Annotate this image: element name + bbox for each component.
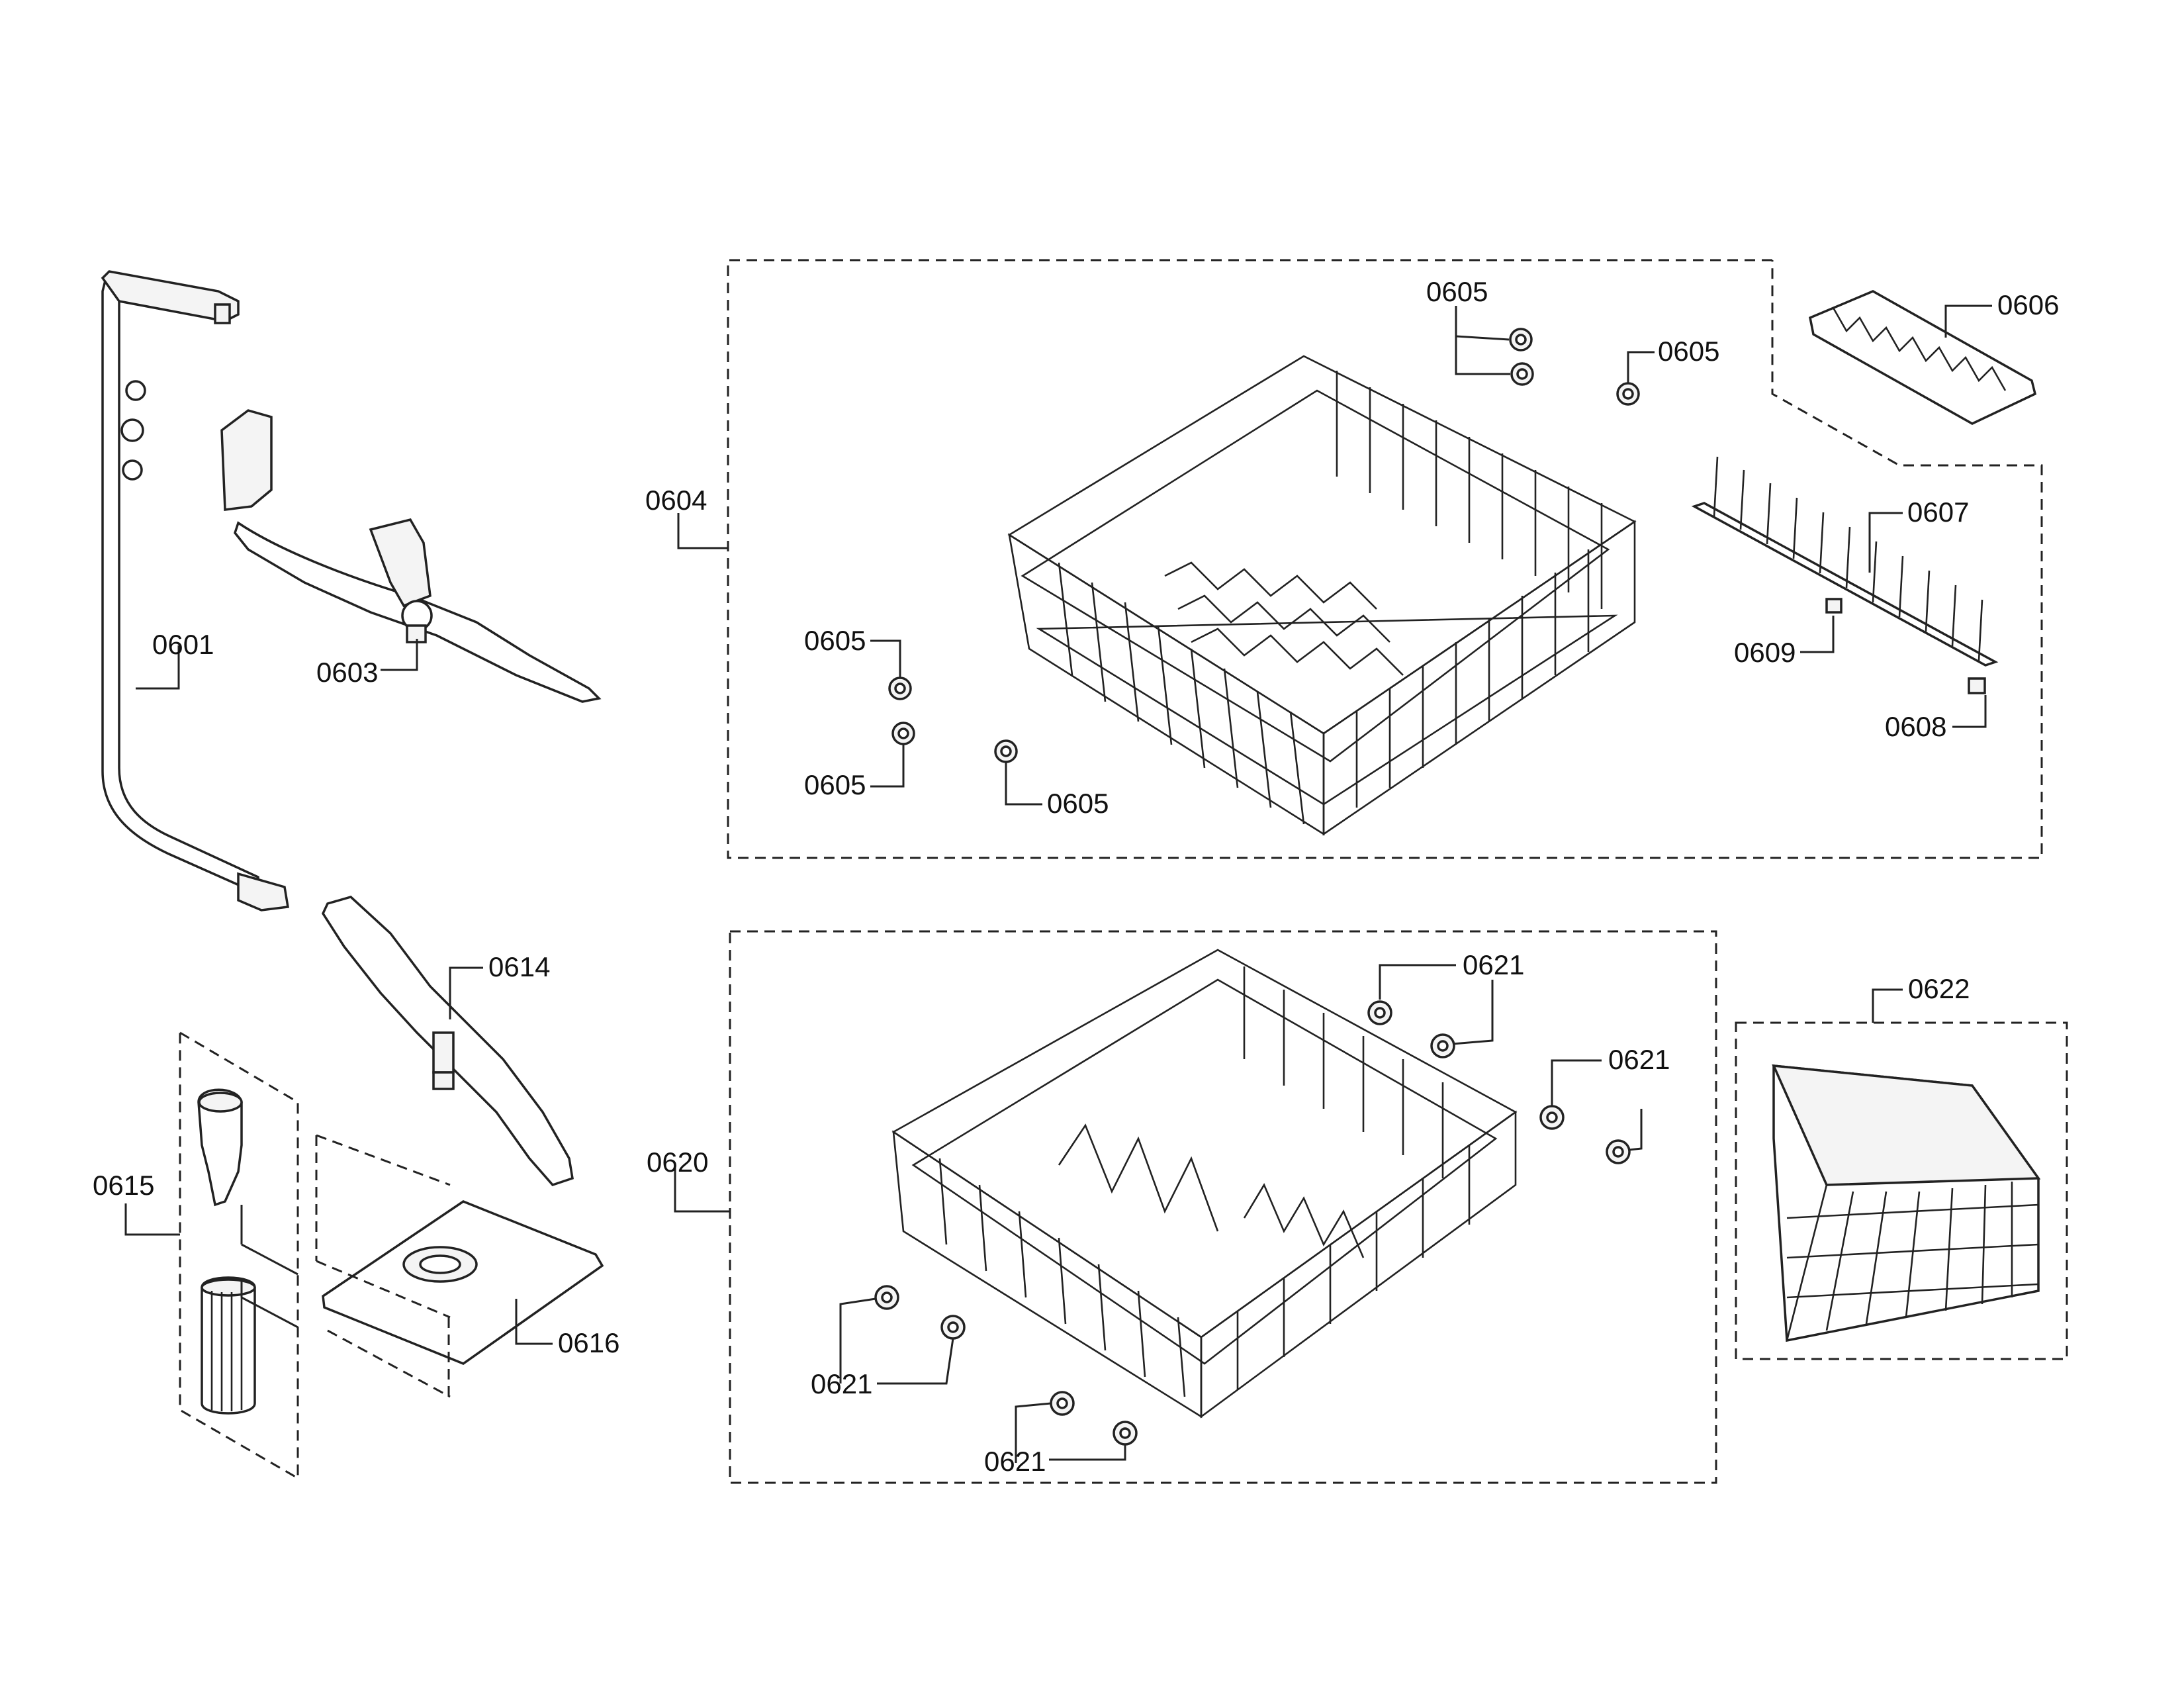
label-0616: 0616 [558,1327,619,1358]
label-0620: 0620 [647,1147,708,1178]
tine-row [1691,456,1999,694]
label-0614: 0614 [488,951,550,982]
label-0621-b: 0621 [1608,1044,1670,1075]
label-0601: 0601 [152,629,214,660]
spray-arm-pipe [101,270,290,912]
fine-filter-plate [315,1134,604,1403]
upper-rack-group-box [727,259,2043,859]
label-0605-e: 0605 [1047,788,1109,819]
label-0621-a: 0621 [1463,949,1524,980]
cutlery-basket-group-box [1735,1021,2068,1360]
upper-rack-roller-parts [888,328,1640,763]
label-0605-c: 0605 [804,625,866,656]
filter-group-box [179,1031,299,1480]
leader-lines [124,305,1992,1463]
label-0603: 0603 [316,657,378,688]
label-0605-a: 0605 [1426,276,1488,307]
lower-rack [891,949,1518,1419]
label-0621-c: 0621 [811,1368,872,1399]
cutlery-basket [1772,1064,2041,1342]
label-0621-d: 0621 [984,1446,1046,1477]
label-0604: 0604 [645,485,707,516]
label-0606: 0606 [1997,289,2059,320]
label-0609: 0609 [1734,637,1796,668]
label-0608: 0608 [1885,711,1946,742]
label-0605-b: 0605 [1658,336,1719,367]
label-0605-d: 0605 [804,769,866,800]
label-0622: 0622 [1908,973,1970,1004]
label-0615: 0615 [93,1170,154,1201]
label-0607: 0607 [1907,496,1969,528]
part-labels: 0601 0603 0604 0605 0605 0605 0605 0605 … [93,276,2059,1477]
upper-rack [1007,355,1637,836]
filter-assembly [197,1088,298,1415]
lower-rack-group-box [729,930,1717,1484]
lower-rack-wheel-parts [874,1000,1631,1446]
lower-spray-arm [322,896,574,1187]
cup-shelf [1809,290,2037,425]
upper-spray-arm [220,409,602,703]
